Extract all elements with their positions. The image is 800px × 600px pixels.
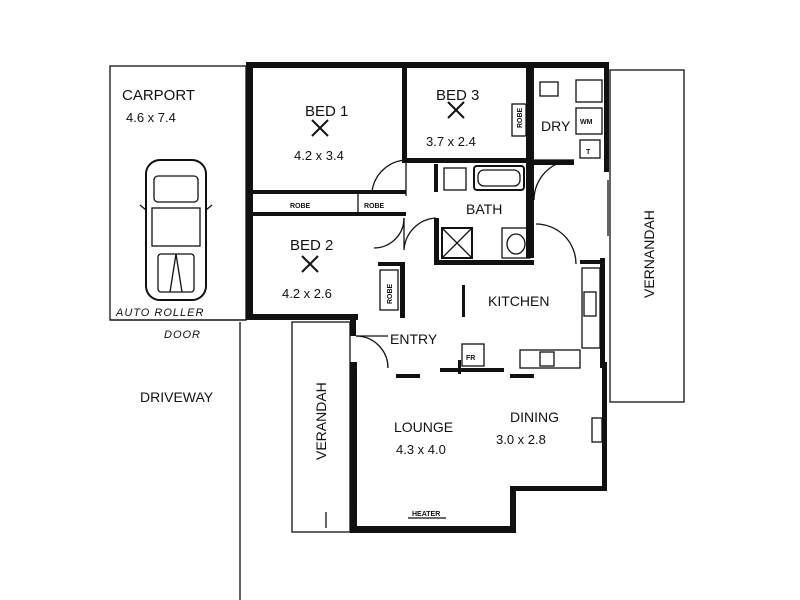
heater-label: HEATER [412, 511, 440, 518]
robes [357, 103, 527, 311]
bed2-size: 4.2 x 2.6 [282, 286, 332, 301]
carport-area [109, 65, 247, 321]
driveway-label: DRIVEWAY [140, 389, 214, 405]
kitchen-label: KITCHEN [488, 293, 549, 309]
trough-label: T [586, 149, 591, 156]
bed3-label: BED 3 [436, 87, 479, 104]
dry-label: DRY [541, 118, 571, 134]
entry-label: ENTRY [390, 331, 438, 347]
exterior-walls [246, 62, 609, 533]
car-icon [139, 159, 213, 301]
auto-door-label-1: AUTO ROLLER [115, 307, 204, 319]
bath-label: BATH [466, 201, 502, 217]
interior-walls [250, 66, 604, 378]
verandah-left-label: VERANDAH [313, 382, 329, 460]
fridge-label: FR [466, 355, 475, 362]
wm-label: WM [580, 119, 593, 126]
fixture-labels: ROBE ROBE ROBE ROBE HEATER FR WM T AUTO … [115, 107, 593, 518]
dining-size: 3.0 x 2.8 [496, 432, 546, 447]
dining-label: DINING [510, 409, 559, 425]
verandahs [239, 69, 685, 600]
bed1-label: BED 1 [305, 103, 348, 120]
auto-door-label-2: DOOR [164, 329, 201, 341]
robe-label-1: ROBE [290, 203, 311, 210]
laundry-fixtures [539, 79, 603, 159]
verandah-right-label: VERNANDAH [641, 210, 657, 298]
bath-fixtures [441, 165, 531, 259]
robe-label-3: ROBE [517, 107, 524, 128]
robe-label-2: ROBE [364, 203, 385, 210]
carport-size: 4.6 x 7.4 [126, 110, 176, 125]
bed1-size: 4.2 x 3.4 [294, 148, 344, 163]
bed2-label: BED 2 [290, 237, 333, 254]
bed3-size: 3.7 x 2.4 [426, 134, 476, 149]
carport-label: CARPORT [122, 87, 195, 104]
door-swings [355, 159, 577, 369]
lounge-label: LOUNGE [394, 419, 453, 435]
bed-markers [301, 101, 465, 273]
lounge-size: 4.3 x 4.0 [396, 442, 446, 457]
misc-marks [325, 417, 603, 528]
kitchen-fixtures [461, 291, 597, 369]
robe-label-4: ROBE [387, 283, 394, 304]
room-labels: CARPORT 4.6 x 7.4 BED 1 4.2 x 3.4 BED 3 … [122, 87, 657, 460]
